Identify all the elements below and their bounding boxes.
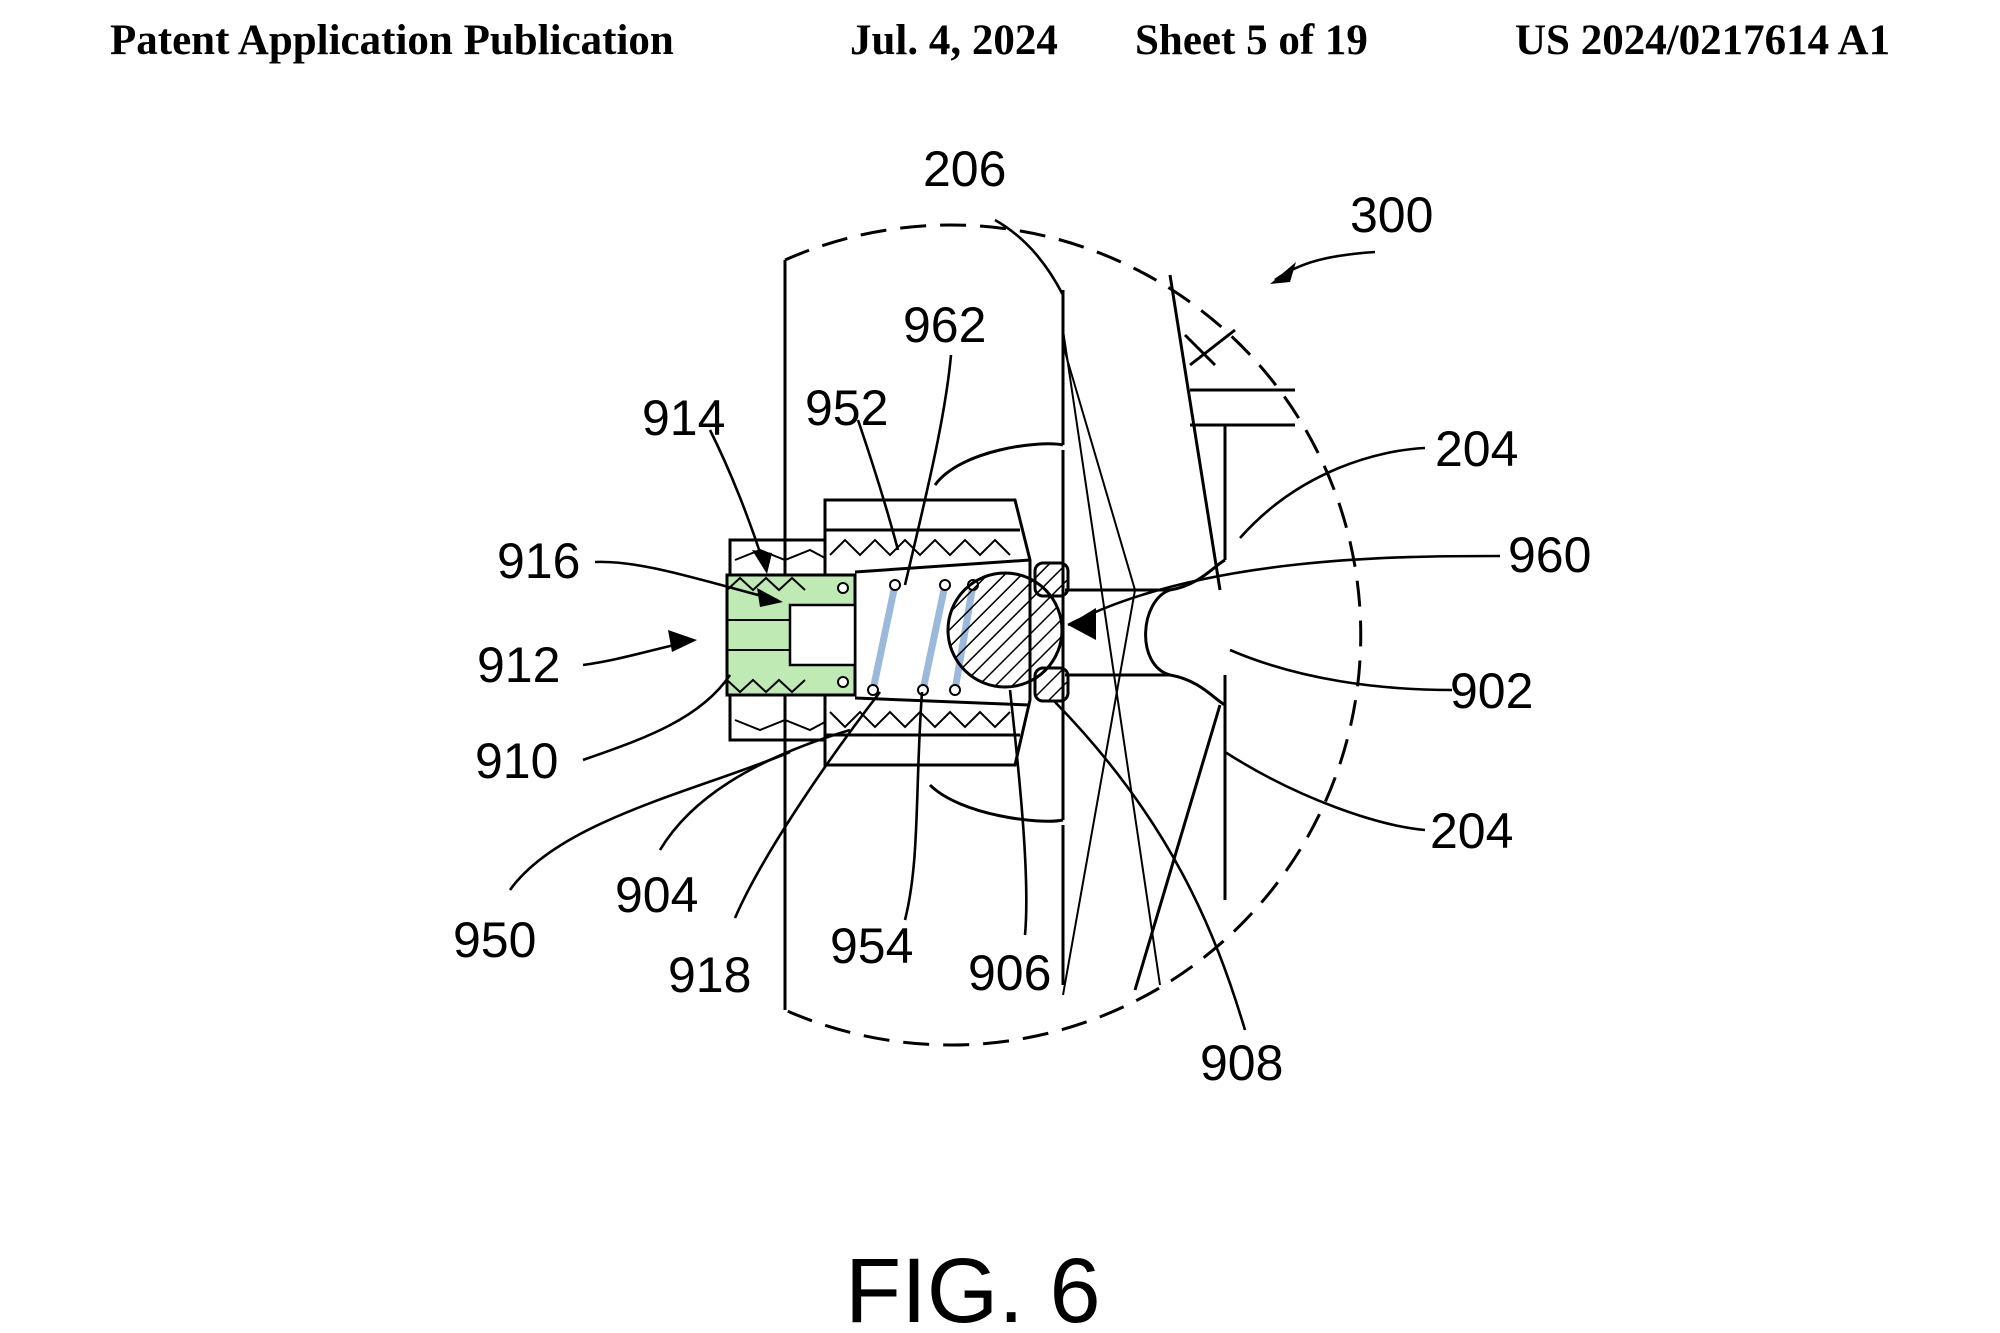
- seal-bottom-908: [1033, 666, 1070, 703]
- label-960: 960: [1508, 527, 1591, 583]
- sheet-number: Sheet 5 of 19: [1135, 17, 1368, 64]
- label-906: 906: [968, 945, 1051, 1001]
- label-206: 206: [923, 141, 1006, 197]
- label-910: 910: [475, 733, 558, 789]
- publication-date: Jul. 4, 2024: [850, 17, 1058, 64]
- label-204-bottom: 204: [1430, 803, 1513, 859]
- ball-906: [946, 571, 1064, 689]
- publication-number: US 2024/0217614 A1: [1515, 17, 1891, 64]
- label-204-top: 204: [1435, 421, 1518, 477]
- label-904: 904: [615, 867, 698, 923]
- label-918: 918: [668, 947, 751, 1003]
- figure-caption: FIG. 6: [845, 1240, 1101, 1333]
- label-916: 916: [497, 533, 580, 589]
- label-952: 952: [805, 380, 888, 436]
- detail-boundary: [784, 223, 1363, 1047]
- label-950: 950: [453, 912, 536, 968]
- label-300: 300: [1350, 187, 1433, 243]
- bore-top: [854, 558, 1031, 574]
- bore-bottom: [854, 696, 1031, 707]
- leader-lines: [508, 218, 1501, 1031]
- insert-912: [725, 573, 857, 697]
- label-962: 962: [903, 297, 986, 353]
- label-908: 908: [1200, 1035, 1283, 1091]
- label-954: 954: [830, 918, 913, 974]
- reference-labels: 206 300 962 914 952 204 916 960 912 902 …: [453, 141, 1591, 1091]
- seal-top: [1033, 561, 1070, 598]
- label-912: 912: [477, 637, 560, 693]
- label-914: 914: [642, 390, 725, 446]
- label-902: 902: [1450, 663, 1533, 719]
- publication-title: Patent Application Publication: [110, 17, 674, 64]
